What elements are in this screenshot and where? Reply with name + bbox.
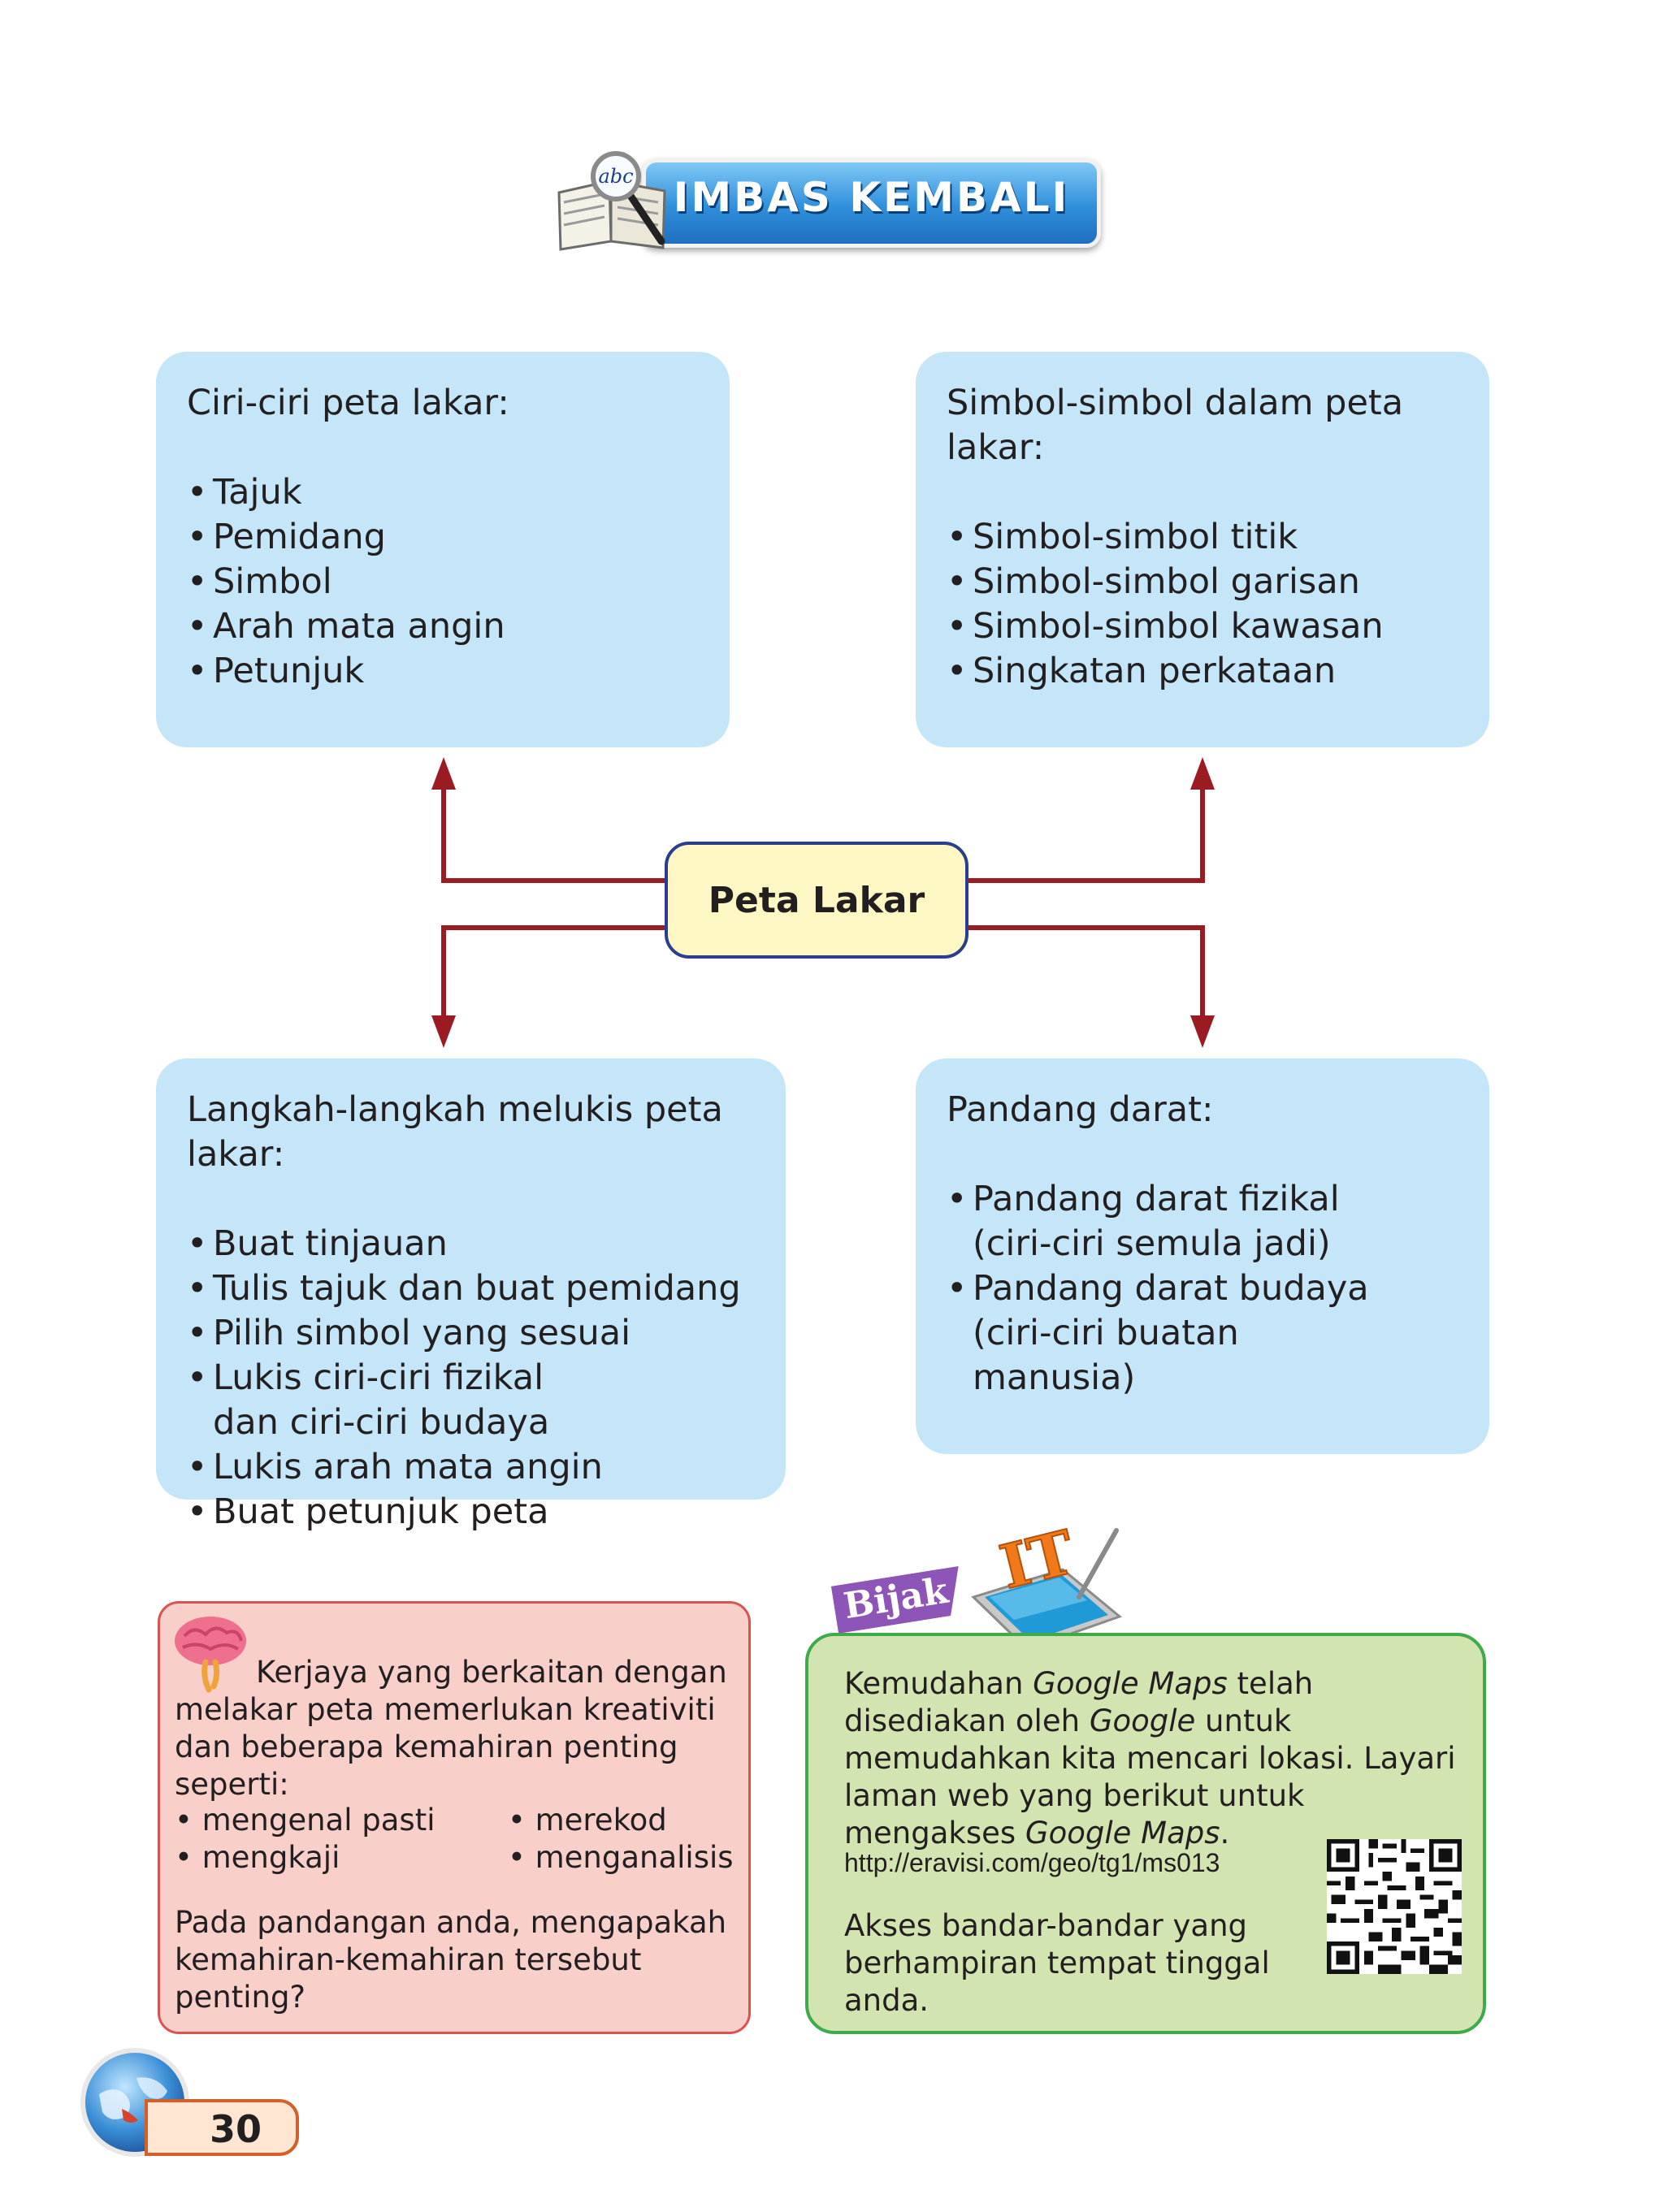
box-title: Ciri-ciri peta lakar: — [187, 383, 509, 423]
url-link[interactable]: http://eravisi.com/geo/tg1/ms013 — [844, 1848, 1220, 1877]
google-maps-task: Akses bandar-bandar yang berhampiran tem… — [844, 1908, 1270, 2018]
list-item: Pemidang — [187, 515, 699, 560]
banner-bar: IMBAS KEMBALI — [642, 158, 1101, 248]
kerjaya-question: Pada pandangan anda, mengapakah kemahira… — [175, 1905, 727, 2015]
google-maps-text: Kemudahan Google Maps telah disediakan o… — [844, 1665, 1462, 1852]
list-item: Pandang darat fizikal (ciri-ciri semula … — [947, 1177, 1354, 1266]
skill-label: mengkaji — [202, 1840, 340, 1875]
box-pandang-darat: Pandang darat: Pandang darat fizikal (ci… — [916, 1058, 1489, 1454]
skill-label: mengenal pasti — [202, 1803, 436, 1838]
page-number-tab: 30 — [145, 2099, 299, 2156]
arrowhead-down-right — [1190, 1015, 1215, 1048]
list-item: Lukis ciri-ciri fizikal dan ciri-ciri bu… — [187, 1356, 570, 1445]
text-part: untuk memudahkan kita mencari lokasi. La… — [844, 1703, 1456, 1851]
box-title: Langkah-langkah melukis peta lakar: — [187, 1089, 723, 1175]
text-part: . — [1220, 1816, 1230, 1851]
header-banner: IMBAS KEMBALI abc — [552, 150, 1105, 256]
google-maps-box: Kemudahan Google Maps telah disediakan o… — [805, 1633, 1486, 2034]
list-item: Simbol — [187, 560, 699, 604]
tablet-it-icon: IT — [971, 1519, 1122, 1651]
box-simbol-simbol: Simbol-simbol dalam peta lakar: Simbol-s… — [916, 352, 1489, 747]
bullet-list: Buat tinjauan Tulis tajuk dan buat pemid… — [187, 1222, 755, 1535]
bullet-list: Simbol-simbol titik Simbol-simbol garisa… — [947, 515, 1458, 694]
arrow-to-ciri — [441, 786, 665, 883]
page-number: 30 — [210, 2107, 262, 2151]
text-part-italic: Google Maps — [1025, 1816, 1220, 1851]
list-item: Buat petunjuk peta — [187, 1490, 755, 1535]
bijak-it-badge: IT Bijak — [835, 1519, 1128, 1657]
arrow-to-simbol — [968, 786, 1205, 883]
box-langkah-langkah: Langkah-langkah melukis peta lakar: Buat… — [156, 1058, 786, 1535]
text-part-italic: Google Maps — [1033, 1666, 1228, 1701]
list-item: Tulis tajuk dan buat pemidang — [187, 1266, 755, 1311]
list-item: Simbol-simbol titik — [947, 515, 1458, 560]
skill-item: • menganalisis — [508, 1840, 734, 1875]
list-item: Simbol-simbol kawasan — [947, 604, 1458, 649]
skill-label: merekod — [535, 1803, 667, 1838]
book-magnifier-icon: abc — [557, 151, 666, 251]
box-ciri-peta-lakar: Ciri-ciri peta lakar: Tajuk Pemidang Sim… — [156, 352, 730, 747]
list-item: Tajuk — [187, 470, 699, 515]
bullet-list: Tajuk Pemidang Simbol Arah mata angin Pe… — [187, 470, 699, 694]
list-item: Arah mata angin — [187, 604, 699, 649]
qr-code-icon[interactable] — [1327, 1839, 1462, 1974]
text-part: telah disediakan oleh — [844, 1666, 1314, 1738]
list-item: Simbol-simbol garisan — [947, 560, 1458, 604]
skill-item: • mengkaji — [175, 1840, 340, 1875]
skill-item: • merekod — [508, 1803, 667, 1838]
list-item: Singkatan perkataan — [947, 649, 1458, 694]
brain-icon — [175, 1617, 246, 1693]
list-item: Lukis arah mata angin — [187, 1445, 755, 1490]
arrowhead-up-right — [1190, 757, 1215, 790]
box-title: Simbol-simbol dalam peta lakar: — [947, 383, 1404, 468]
kerjaya-note-box: Kerjaya yang berkaitan dengan melakar pe… — [158, 1601, 751, 2034]
list-item: Pandang darat budaya (ciri-ciri buatan m… — [947, 1266, 1395, 1400]
bullet-list: Pandang darat fizikal (ciri-ciri semula … — [947, 1177, 1458, 1400]
arrow-to-pandang — [968, 925, 1205, 1020]
center-node-peta-lakar: Peta Lakar — [665, 842, 968, 959]
list-item: Buat tinjauan — [187, 1222, 755, 1266]
skill-label: menganalisis — [535, 1840, 734, 1875]
book-icon-text: abc — [598, 165, 633, 188]
arrowhead-down-left — [431, 1015, 456, 1048]
text-part: Kemudahan — [844, 1666, 1034, 1701]
bijak-label: Bijak — [831, 1566, 966, 1634]
text-part-italic: Google — [1089, 1703, 1196, 1738]
skill-item: • mengenal pasti — [175, 1803, 436, 1838]
arrowhead-up-left — [431, 757, 456, 790]
arrow-to-langkah — [441, 925, 665, 1020]
list-item: Pilih simbol yang sesuai — [187, 1311, 755, 1356]
box-title: Pandang darat: — [947, 1089, 1214, 1130]
page-title: IMBAS KEMBALI — [673, 174, 1070, 221]
list-item: Petunjuk — [187, 649, 699, 694]
kerjaya-intro-text: Kerjaya yang berkaitan dengan melakar pe… — [175, 1655, 727, 1802]
